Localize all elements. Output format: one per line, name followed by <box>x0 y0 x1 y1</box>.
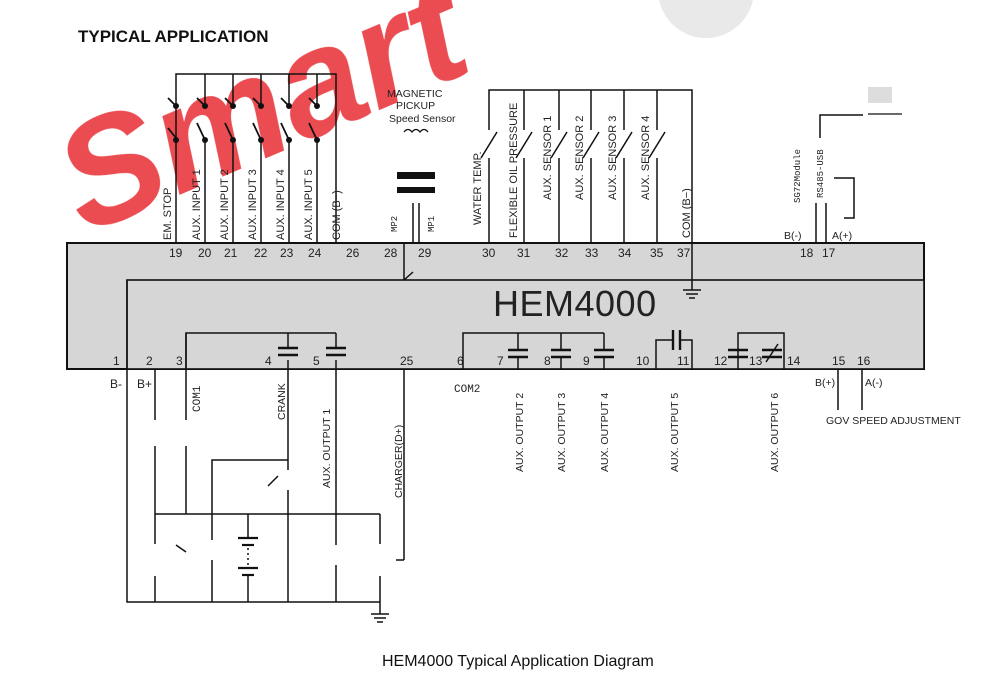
label-flexible-oil-pressure: FLEXIBLE OIL PRESSURE <box>508 103 520 238</box>
label-charger: CHARGER(D+) <box>393 425 405 498</box>
ground-symbol-controller <box>683 243 701 299</box>
label-gov-b-plus: B(+) <box>815 377 835 389</box>
label-aux-input-1: AUX. INPUT 1 <box>191 169 203 240</box>
label-aux-output-5: AUX. OUTPUT 5 <box>669 393 681 472</box>
terminal-33: 33 <box>585 246 599 260</box>
mp1-label: MP1 <box>427 216 437 232</box>
terminal-21: 21 <box>224 246 238 260</box>
terminal-26: 26 <box>346 246 360 260</box>
terminal-3: 3 <box>176 354 183 368</box>
sensor-labels: WATER TEMP. FLEXIBLE OIL PRESSURE AUX. S… <box>472 103 693 238</box>
comm-a-plus-label: A(+) <box>832 230 852 242</box>
terminal-28: 28 <box>384 246 398 260</box>
terminal-18: 18 <box>800 246 814 260</box>
magnetic-pickup: MAGNETIC PICKUP Speed Sensor MP2 MP1 <box>387 88 456 281</box>
terminal-24: 24 <box>308 246 322 260</box>
terminal-10: 10 <box>636 354 650 368</box>
label-com2: COM2 <box>454 384 480 396</box>
label-crank: CRANK <box>276 383 288 420</box>
terminal-5: 5 <box>313 354 320 368</box>
terminal-4: 4 <box>265 354 272 368</box>
terminal-23: 23 <box>280 246 294 260</box>
terminal-34: 34 <box>618 246 632 260</box>
switch-contact-dots <box>173 103 320 143</box>
terminal-17: 17 <box>822 246 836 260</box>
terminal-37: 37 <box>677 246 691 260</box>
label-gov-speed-adjustment: GOV SPEED ADJUSTMENT <box>826 415 961 427</box>
speed-sensor-label: Speed Sensor <box>389 113 456 125</box>
terminal-29: 29 <box>418 246 432 260</box>
label-aux-sensor-1: AUX. SENSOR 1 <box>542 116 554 200</box>
terminal-6: 6 <box>457 354 464 368</box>
label-aux-sensor-3: AUX. SENSOR 3 <box>607 116 619 200</box>
label-water-temp: WATER TEMP. <box>472 151 484 225</box>
bottom-labels: B- B+ COM1 CRANK AUX. OUTPUT 1 CHARGER(D… <box>110 377 961 498</box>
label-b-plus: B+ <box>137 377 152 391</box>
mp2-label: MP2 <box>390 216 400 232</box>
terminal-35: 35 <box>650 246 664 260</box>
input-switch-bank <box>167 73 337 243</box>
label-b-minus: B- <box>110 377 122 391</box>
sg72-module-label: SG72Module <box>793 149 803 203</box>
terminal-14: 14 <box>787 354 801 368</box>
label-aux-input-2: AUX. INPUT 2 <box>219 169 231 240</box>
bottom-wiring <box>126 280 863 623</box>
label-com1: COM1 <box>192 385 204 412</box>
terminal-19: 19 <box>169 246 183 260</box>
label-em-stop: EM. STOP <box>162 188 174 240</box>
input-labels: EM. STOP AUX. INPUT 1 AUX. INPUT 2 AUX. … <box>162 169 343 240</box>
terminal-30: 30 <box>482 246 496 260</box>
label-aux-output-4: AUX. OUTPUT 4 <box>599 393 611 472</box>
terminal-15: 15 <box>832 354 846 368</box>
terminal-9: 9 <box>583 354 590 368</box>
label-aux-input-4: AUX. INPUT 4 <box>275 169 287 240</box>
controller-inner-panel <box>126 279 925 370</box>
label-com-b-inputs: COM (B−) <box>331 190 343 240</box>
bottom-terminal-numbers: 1 2 3 4 5 25 6 7 8 9 10 11 12 13 14 15 1… <box>113 354 871 368</box>
terminal-32: 32 <box>555 246 569 260</box>
section-heading: TYPICAL APPLICATION <box>78 27 268 46</box>
terminal-2: 2 <box>146 354 153 368</box>
label-gov-a-minus: A(-) <box>865 377 883 389</box>
terminal-1: 1 <box>113 354 120 368</box>
label-aux-output-2: AUX. OUTPUT 2 <box>514 393 526 472</box>
label-aux-sensor-4: AUX. SENSOR 4 <box>640 116 652 200</box>
terminal-22: 22 <box>254 246 268 260</box>
label-com-b-sensors: COM (B−) <box>681 188 693 238</box>
terminal-8: 8 <box>544 354 551 368</box>
top-terminal-numbers: 19 20 21 22 23 24 26 28 29 30 31 32 33 3… <box>169 246 836 260</box>
terminal-13: 13 <box>749 354 763 368</box>
terminal-31: 31 <box>517 246 531 260</box>
terminal-12: 12 <box>714 354 728 368</box>
sg72-module: SG72Module RS485-USB <box>793 114 863 243</box>
terminal-16: 16 <box>857 354 871 368</box>
magnetic-pickup-label-1: MAGNETIC <box>387 88 443 100</box>
label-aux-output-1: AUX. OUTPUT 1 <box>321 409 333 488</box>
terminal-7: 7 <box>497 354 504 368</box>
sensor-bank <box>480 89 693 243</box>
controller-model: HEM4000 <box>493 283 657 324</box>
label-aux-input-3: AUX. INPUT 3 <box>247 169 259 240</box>
terminal-20: 20 <box>198 246 212 260</box>
rs485-usb-label: RS485-USB <box>816 149 826 198</box>
label-aux-output-6: AUX. OUTPUT 6 <box>769 393 781 472</box>
terminal-11: 11 <box>677 354 690 368</box>
label-aux-sensor-2: AUX. SENSOR 2 <box>574 116 586 200</box>
comm-b-minus-label: B(-) <box>784 230 802 242</box>
diagram-caption: HEM4000 Typical Application Diagram <box>382 653 654 670</box>
magnetic-pickup-label-2: PICKUP <box>396 100 435 112</box>
label-aux-input-5: AUX. INPUT 5 <box>303 169 315 240</box>
laptop-icon <box>857 82 913 121</box>
terminal-25: 25 <box>400 354 414 368</box>
label-aux-output-3: AUX. OUTPUT 3 <box>556 393 568 472</box>
